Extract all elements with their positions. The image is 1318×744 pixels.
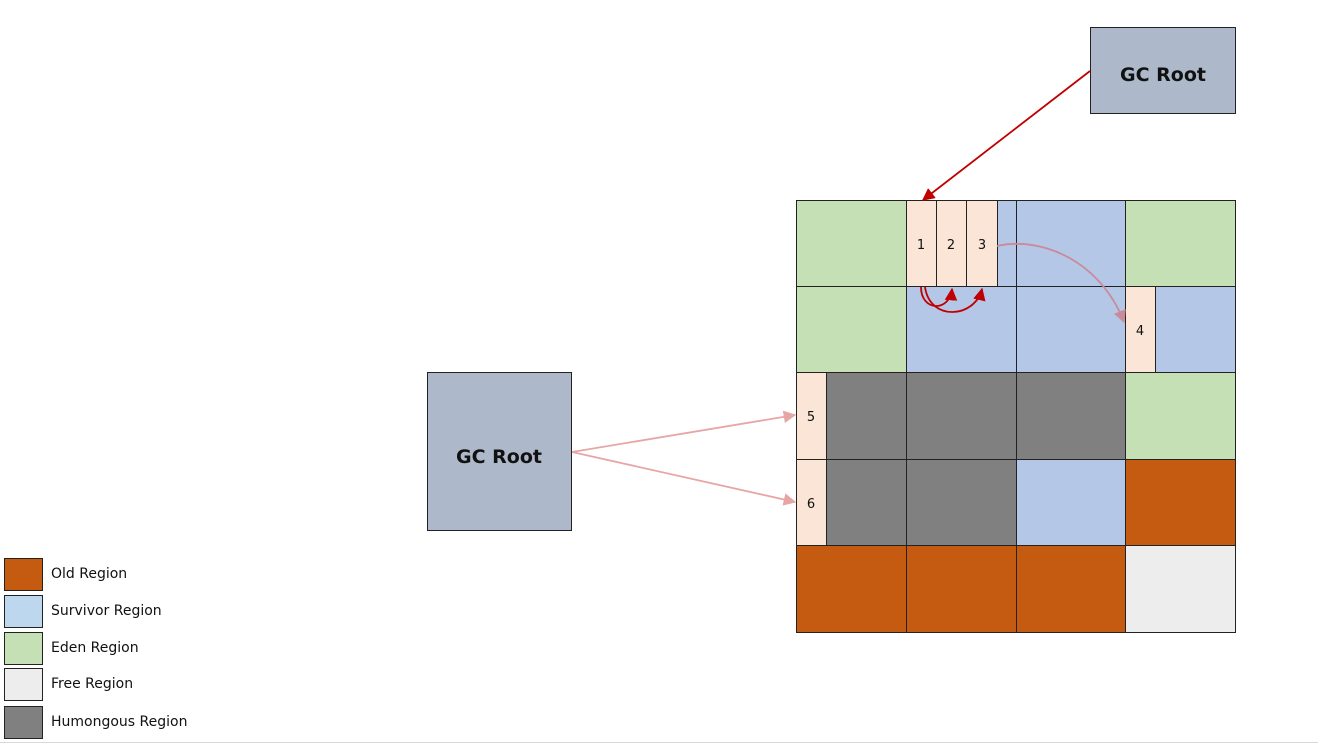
gc-root-label: GC Root [1120, 64, 1206, 86]
legend-swatch [4, 558, 43, 591]
objects [796, 200, 1156, 546]
old-region [796, 545, 907, 633]
eden-region [1125, 200, 1236, 287]
survivor-region [1016, 200, 1126, 287]
object-label: 6 [807, 497, 815, 512]
old-region [1016, 545, 1126, 633]
object-label: 4 [1136, 324, 1144, 339]
reference-arrow [571, 451, 797, 506]
old-region [906, 545, 1017, 633]
legend-label: Survivor Region [51, 603, 162, 619]
survivor-region [1016, 286, 1126, 373]
eden-region [796, 286, 907, 373]
humongous-region [906, 459, 1017, 546]
object-label: 5 [807, 410, 815, 425]
eden-region [796, 200, 907, 287]
reference-arrow [996, 242, 1126, 324]
reference-arrow [922, 70, 1091, 201]
legend-label: Humongous Region [51, 714, 188, 730]
reference-arrow [571, 410, 797, 453]
object-cell-4 [1125, 286, 1156, 373]
object-label: 3 [978, 238, 986, 253]
gc-root-left: GC Root [427, 372, 572, 531]
legend-swatch [4, 632, 43, 665]
legend-item-humongous: Humongous Region [4, 706, 264, 740]
gc-root-label: GC Root [456, 446, 542, 468]
legend-swatch [4, 706, 43, 739]
legend-item-free: Free Region [4, 668, 264, 702]
humongous-region [906, 372, 1017, 460]
gc-root-top: GC Root [1090, 27, 1236, 114]
object-labels: 1 2 3 4 5 6 [807, 238, 1144, 512]
eden-region [1125, 372, 1236, 460]
legend-swatch [4, 595, 43, 628]
legend-label: Free Region [51, 676, 134, 692]
survivor-region [1016, 459, 1126, 546]
object-label: 1 [917, 238, 925, 253]
object-cell-1 [906, 200, 937, 287]
legend-label: Eden Region [51, 640, 139, 656]
reference-arrow [924, 286, 986, 313]
old-region [1125, 459, 1236, 546]
object-label: 2 [947, 238, 955, 253]
bottom-divider [0, 742, 1318, 743]
survivor-region [906, 286, 1017, 373]
legend-item-old: Old Region [4, 558, 264, 592]
object-cell-6 [796, 459, 827, 546]
humongous-region [1016, 372, 1126, 460]
legend-item-eden: Eden Region [4, 632, 264, 666]
legend-label: Old Region [51, 566, 128, 582]
gc-root-box [427, 372, 572, 531]
object-cell-3 [966, 200, 998, 287]
heap-grid [796, 200, 1236, 633]
legend-swatch [4, 668, 43, 701]
object-cell-2 [936, 200, 967, 287]
gc-root-box [1090, 27, 1236, 114]
legend-item-survivor: Survivor Region [4, 595, 264, 629]
references [571, 70, 1126, 506]
free-region [1125, 545, 1236, 633]
